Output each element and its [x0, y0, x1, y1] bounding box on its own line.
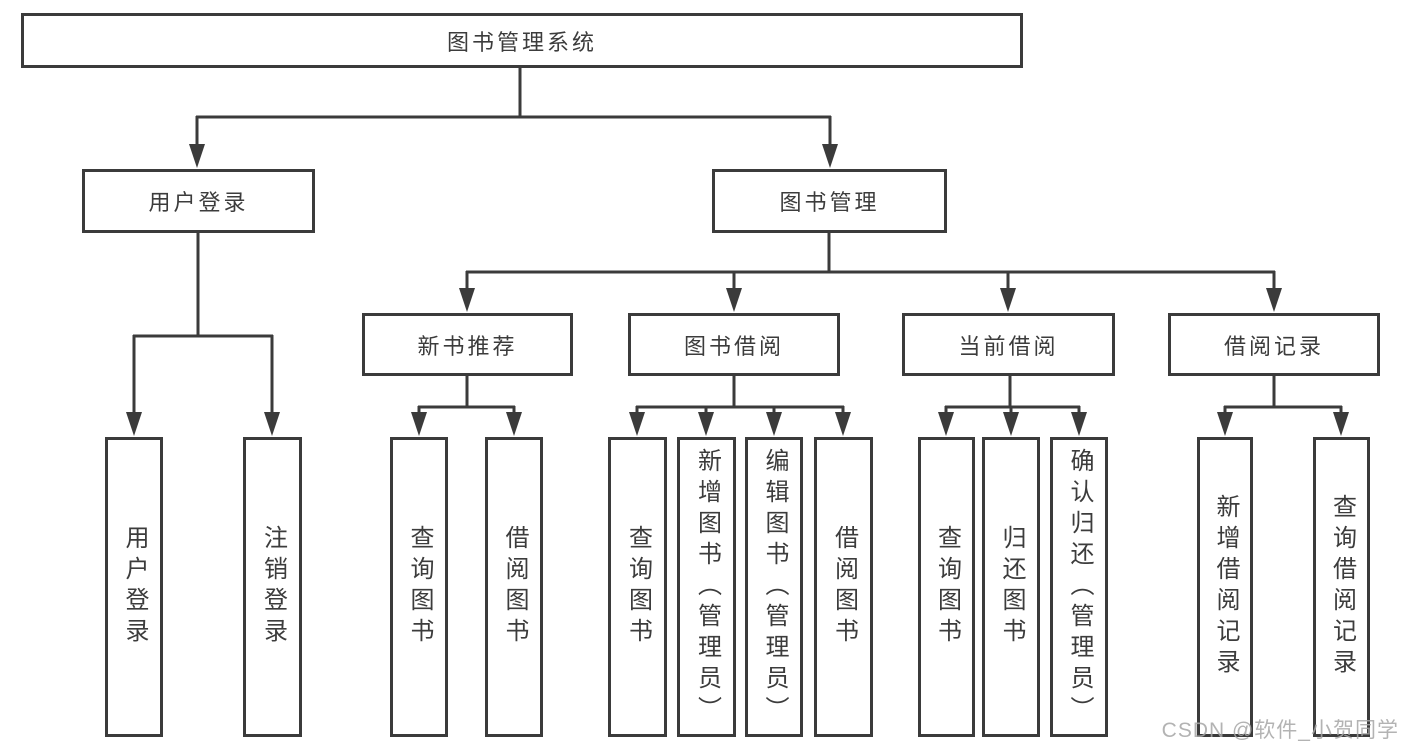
leaf-add-book-admin: 新增图书（管理员）: [677, 437, 736, 737]
leaf-confirm-return-admin: 确认归还（管理员）: [1050, 437, 1108, 737]
watermark: CSDN @软件_小贺同学: [1161, 719, 1399, 742]
node-user-login: 用户登录: [82, 169, 315, 233]
leaf-query-books-current: 查询图书: [918, 437, 975, 737]
node-book-borrowing: 图书借阅: [628, 313, 840, 376]
leaf-logout-login: 注销登录: [243, 437, 302, 737]
leaf-user-login: 用户登录: [105, 437, 163, 737]
node-library-system: 图书管理系统: [21, 13, 1023, 68]
node-current-borrowing: 当前借阅: [902, 313, 1115, 376]
node-book-management: 图书管理: [712, 169, 947, 233]
leaf-edit-book-admin: 编辑图书（管理员）: [745, 437, 803, 737]
node-new-book-recommendation: 新书推荐: [362, 313, 573, 376]
node-borrowing-records: 借阅记录: [1168, 313, 1380, 376]
leaf-add-borrow-record: 新增借阅记录: [1197, 437, 1253, 737]
leaf-query-borrow-record: 查询借阅记录: [1313, 437, 1370, 737]
leaf-borrow-books: 借阅图书: [814, 437, 873, 737]
leaf-query-books-borrow: 查询图书: [608, 437, 667, 737]
leaf-query-books-recommend: 查询图书: [390, 437, 448, 737]
leaf-borrow-books-recommend: 借阅图书: [485, 437, 543, 737]
leaf-return-books: 归还图书: [982, 437, 1040, 737]
